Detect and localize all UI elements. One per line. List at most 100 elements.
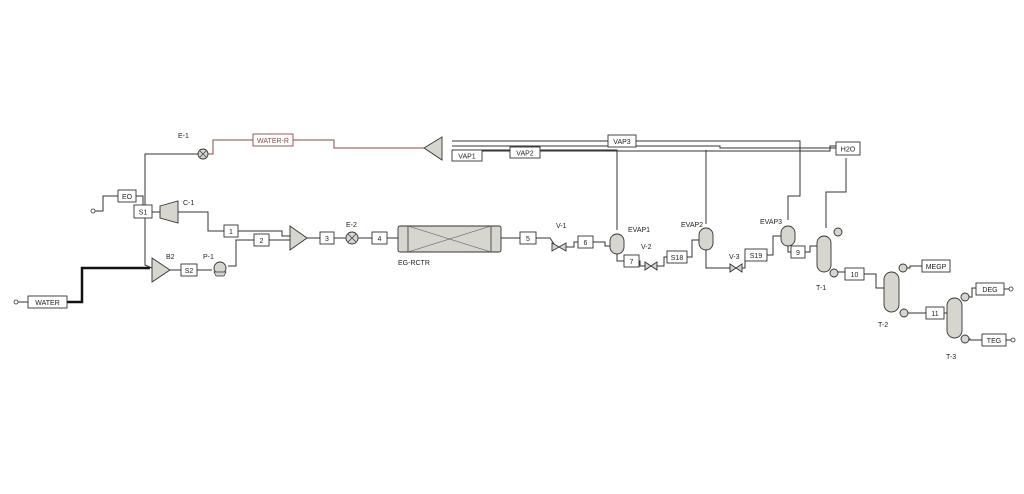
stream-11[interactable]: 11 [925, 306, 945, 320]
heater-e1[interactable] [197, 148, 209, 160]
v2-to-s18-line [656, 256, 667, 267]
stream-5[interactable]: 5 [519, 231, 537, 245]
stream-teg-label: TEG [987, 338, 1001, 345]
valve-v2[interactable] [644, 261, 658, 271]
stream-3-label: 3 [325, 236, 329, 243]
water-r-recycle-line [293, 139, 424, 149]
reactor-eg-rctr[interactable] [397, 225, 502, 253]
block-evap3-label: EVAP3 [760, 219, 782, 226]
stream-s19[interactable]: S19 [744, 248, 768, 262]
flash-evap1[interactable] [609, 233, 625, 255]
column-t3[interactable] [946, 292, 970, 344]
stream-water-r[interactable]: WATER-R [252, 133, 294, 147]
block-c1-label: C-1 [183, 200, 194, 207]
evap1-to-s7-line [616, 254, 624, 262]
water-feed-line [67, 266, 150, 304]
h2o-header-line-2 [452, 145, 836, 152]
stream-vap3[interactable]: VAP3 [607, 134, 637, 148]
evap1-vapour-line [452, 149, 618, 230]
mixer-feed[interactable] [289, 225, 308, 251]
mixer-b2[interactable] [151, 257, 171, 283]
stream-9-label: 9 [796, 250, 800, 257]
stream-megp[interactable]: MEGP [921, 259, 951, 273]
stream-vap1[interactable]: VAP1 [451, 149, 483, 162]
stream-s18-label: S18 [671, 255, 684, 262]
stream-s1-label: S1 [139, 210, 148, 217]
stream-4-label: 4 [378, 236, 382, 243]
stream1-to-mixer-line [238, 230, 290, 237]
stream-deg[interactable]: DEG [975, 282, 1005, 296]
s9-to-t1-line [805, 245, 817, 253]
stream-11-label: 11 [931, 311, 938, 318]
t1-h2o-line [825, 158, 847, 228]
stream-9[interactable]: 9 [790, 245, 806, 259]
stream-3[interactable]: 3 [319, 231, 335, 245]
stream-h2o[interactable]: H2O [835, 141, 861, 156]
stream-water[interactable]: WATER [27, 295, 68, 309]
stream-10[interactable]: 10 [844, 267, 865, 281]
evap3-vapour-line [452, 140, 801, 220]
valve-v1[interactable] [551, 242, 567, 252]
stream-7-label: 7 [630, 259, 634, 266]
stream-7[interactable]: 7 [623, 254, 640, 268]
flash-evap3[interactable] [780, 225, 796, 247]
c1-to-s1-line [178, 211, 224, 232]
block-e2-label: E-2 [346, 222, 357, 229]
stream-lines [67, 139, 1012, 341]
s10-to-t2-line [864, 273, 884, 289]
stream-h2o-label: H2O [841, 147, 856, 154]
stream-4[interactable]: 4 [371, 231, 388, 245]
block-e1-label: E-1 [178, 133, 189, 140]
block-v1-label: V-1 [556, 223, 567, 230]
stream-1[interactable]: 1 [223, 224, 239, 238]
recycle-mixer[interactable] [423, 136, 443, 161]
stream-water-label: WATER [35, 300, 60, 307]
stream-labels: WATER EO S1 1 2 S2 [13, 133, 1016, 347]
eo-feed-line [93, 195, 118, 212]
s19-to-evap3-line [767, 235, 781, 256]
stream-10-label: 10 [851, 272, 859, 279]
block-b2-label: B2 [166, 254, 175, 261]
teg-port [1010, 337, 1016, 343]
block-reactor-label: EG-RCTR [398, 260, 430, 267]
stream-eo-label: EO [122, 194, 133, 201]
stream-vap1-label: VAP1 [458, 154, 475, 161]
heater-e2[interactable] [345, 231, 359, 245]
stream-vap2-label: VAP2 [516, 151, 533, 158]
eo-to-s1-line [136, 195, 144, 205]
block-t2-label: T-2 [878, 322, 888, 329]
h2o-header-line [452, 145, 836, 149]
block-t3-label: T-3 [946, 354, 956, 361]
pump-p1[interactable] [213, 261, 227, 277]
stream-vap2[interactable]: VAP2 [509, 146, 541, 159]
block-t1-label: T-1 [816, 285, 826, 292]
compressor-c1[interactable] [159, 200, 179, 224]
stream-s2[interactable]: S2 [180, 263, 198, 277]
block-evap1-label: EVAP1 [628, 227, 650, 234]
stream-2[interactable]: 2 [253, 233, 270, 247]
eo-port [90, 208, 96, 214]
block-v2-label: V-2 [641, 244, 652, 251]
block-p1-label: P-1 [203, 254, 214, 261]
column-t1[interactable] [816, 227, 843, 278]
block-v3-label: V-3 [729, 254, 740, 261]
stream-s18[interactable]: S18 [666, 250, 688, 264]
stream-1-label: 1 [229, 229, 233, 236]
equipment: E-1 C-1 B2 P-1 E-2 [151, 133, 970, 361]
stream-water-r-label: WATER-R [257, 138, 289, 145]
flash-evap2[interactable] [698, 227, 714, 251]
stream-6[interactable]: 6 [577, 235, 594, 249]
valve-v3[interactable] [729, 263, 743, 273]
stream-deg-label: DEG [982, 287, 997, 294]
s7-to-v2-line [639, 260, 645, 267]
column-t2[interactable] [883, 263, 909, 318]
evap3-to-s9-line [787, 244, 791, 253]
evap2-to-v3-line [705, 248, 730, 269]
stream-s1[interactable]: S1 [133, 204, 153, 219]
s6-to-evap1-line [593, 241, 610, 247]
stream-6-label: 6 [584, 240, 588, 247]
stream-5-label: 5 [526, 236, 530, 243]
stream-eo[interactable]: EO [117, 189, 137, 203]
stream-teg[interactable]: TEG [981, 333, 1007, 347]
